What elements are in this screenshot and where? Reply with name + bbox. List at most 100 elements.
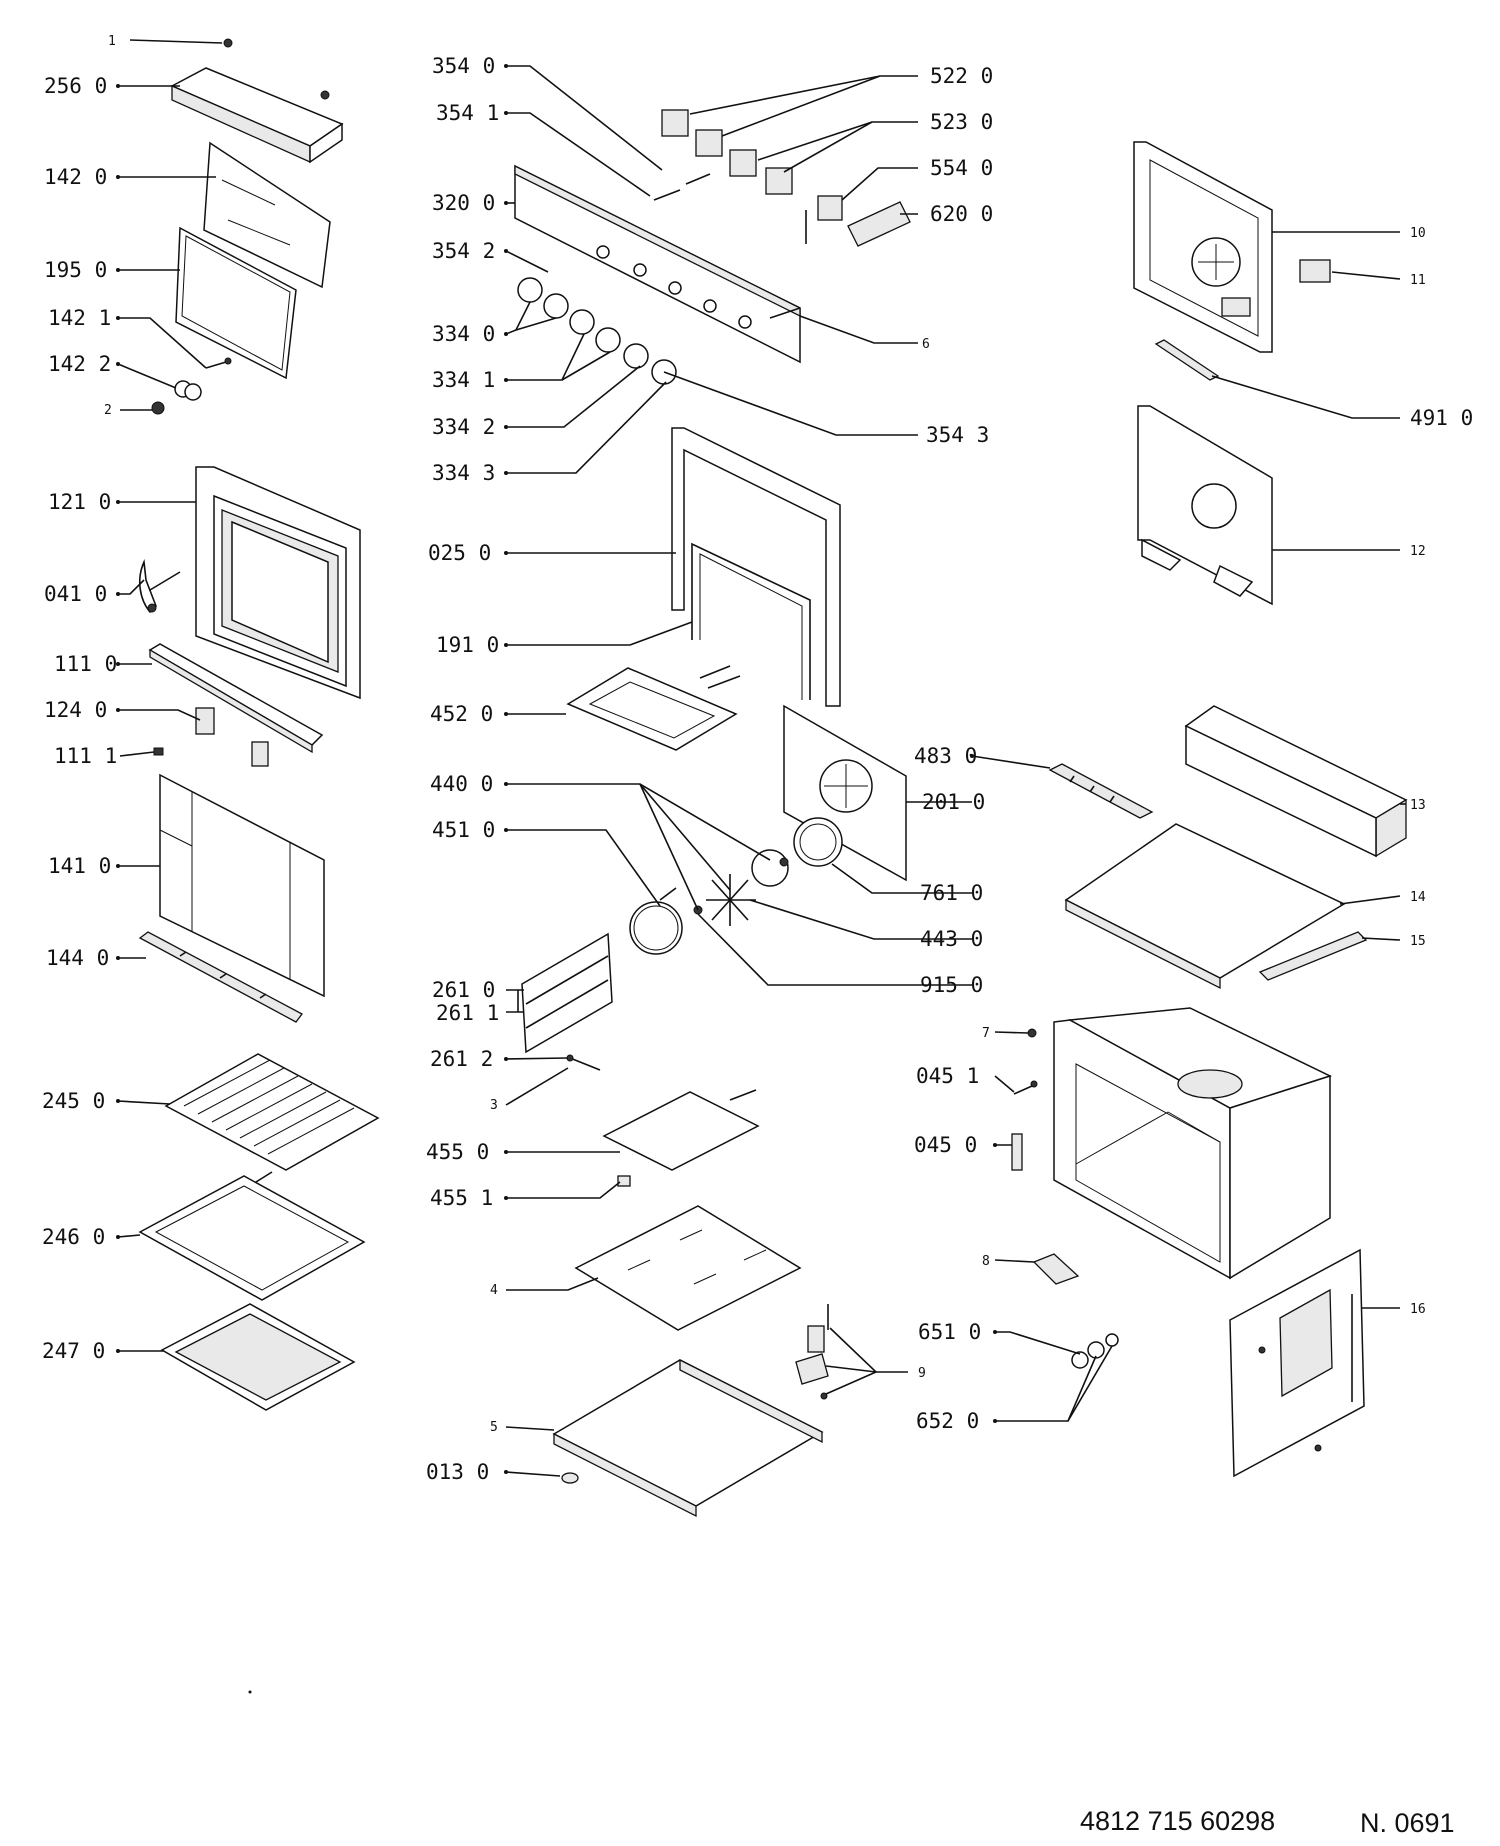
part-bottom-cover-5 bbox=[552, 1358, 824, 1518]
part-clip-111-1 bbox=[153, 747, 164, 756]
part-top-plate-14 bbox=[1064, 823, 1346, 990]
part-screw-7 bbox=[1027, 1028, 1037, 1038]
callout-labels: 1 256 0 142 0 195 0 142 1 142 2 2 121 0 … bbox=[42, 34, 1473, 1484]
callout-334-0: 334 0 bbox=[432, 322, 495, 346]
part-nut-2 bbox=[151, 401, 165, 415]
callout-144-0: 144 0 bbox=[46, 946, 109, 970]
part-door-glass-inner bbox=[203, 141, 331, 289]
callout-246-0: 246 0 bbox=[42, 1225, 105, 1249]
leader-lines bbox=[117, 39, 1406, 1477]
part-thermostat-455-1 bbox=[617, 1175, 631, 1187]
callout-440-0: 440 0 bbox=[430, 772, 493, 796]
part-rear-cover-16 bbox=[1229, 1248, 1365, 1478]
part-top-cover-13 bbox=[1184, 705, 1408, 858]
callout-354-0: 354 0 bbox=[432, 54, 495, 78]
callout-15: 15 bbox=[1410, 934, 1426, 949]
callout-320-0: 320 0 bbox=[432, 191, 495, 215]
callout-354-3: 354 3 bbox=[926, 423, 989, 447]
callout-455-0: 455 0 bbox=[426, 1140, 489, 1164]
callout-142-1: 142 1 bbox=[48, 306, 111, 330]
callout-11: 11 bbox=[1410, 273, 1426, 288]
callout-7: 7 bbox=[982, 1026, 990, 1041]
callout-16: 16 bbox=[1410, 1302, 1426, 1317]
callout-491-0: 491 0 bbox=[1410, 406, 1473, 430]
callout-261-0: 261 0 bbox=[432, 978, 495, 1002]
part-control-panel bbox=[514, 164, 801, 364]
part-door-seal-191 bbox=[691, 542, 811, 700]
callout-045-1: 045 1 bbox=[916, 1064, 979, 1088]
part-baking-tray bbox=[138, 1175, 366, 1301]
callout-201-0: 201 0 bbox=[922, 790, 985, 814]
part-bottom-trim-144 bbox=[138, 931, 303, 1023]
callout-195-0: 195 0 bbox=[44, 258, 107, 282]
part-fan-motor-440 bbox=[751, 849, 789, 887]
part-fan-cover-201 bbox=[783, 704, 907, 882]
callout-245-0: 245 0 bbox=[42, 1089, 105, 1113]
part-top-trim bbox=[170, 67, 344, 164]
callout-013-0: 013 0 bbox=[426, 1460, 489, 1484]
part-control-knobs bbox=[517, 277, 677, 385]
callout-14: 14 bbox=[1410, 890, 1426, 905]
leader-dots bbox=[116, 64, 997, 1694]
callout-124-0: 124 0 bbox=[44, 698, 107, 722]
part-bulb-indicators bbox=[653, 173, 711, 201]
callout-12: 12 bbox=[1410, 544, 1426, 559]
part-grommet-013 bbox=[561, 1472, 579, 1484]
callout-8: 8 bbox=[982, 1254, 990, 1269]
footer: 4812 715 60298 N. 0691 bbox=[1080, 1806, 1455, 1838]
callout-256-0: 256 0 bbox=[44, 74, 107, 98]
part-clip-8 bbox=[1032, 1253, 1080, 1285]
callout-111-0: 111 0 bbox=[54, 652, 117, 676]
part-handle-bracket bbox=[195, 707, 269, 767]
part-screw-top bbox=[223, 38, 233, 48]
part-screw-142-1 bbox=[205, 357, 232, 369]
part-door-switch bbox=[138, 558, 181, 614]
callout-354-2: 354 2 bbox=[432, 239, 495, 263]
part-door-lock-9 bbox=[795, 1304, 829, 1400]
callout-247-0: 247 0 bbox=[42, 1339, 105, 1363]
callout-261-2: 261 2 bbox=[430, 1047, 493, 1071]
callout-261-1: 261 1 bbox=[436, 1001, 499, 1025]
callout-522-0: 522 0 bbox=[930, 64, 993, 88]
part-knob-caps-651-652 bbox=[1071, 1333, 1119, 1369]
part-number: 4812 715 60298 bbox=[1080, 1806, 1275, 1836]
callout-652-0: 652 0 bbox=[916, 1409, 979, 1433]
part-top-heater-452 bbox=[566, 665, 741, 751]
callout-13: 13 bbox=[1410, 798, 1426, 813]
callout-045-0: 045 0 bbox=[914, 1133, 977, 1157]
callout-121-0: 121 0 bbox=[48, 490, 111, 514]
part-side-panel-12 bbox=[1137, 405, 1273, 606]
callout-3: 3 bbox=[490, 1098, 498, 1113]
part-terminal-strip-491 bbox=[1154, 339, 1220, 381]
callout-455-1: 455 1 bbox=[430, 1186, 493, 1210]
part-bottom-heater-455 bbox=[602, 1089, 760, 1171]
callout-334-3: 334 3 bbox=[432, 461, 495, 485]
part-fan-gasket-761 bbox=[793, 817, 843, 867]
part-door-glass bbox=[175, 226, 297, 380]
callout-451-0: 451 0 bbox=[432, 818, 495, 842]
part-terminal-cover-483 bbox=[1048, 763, 1154, 819]
callout-041-0: 041 0 bbox=[44, 582, 107, 606]
part-screw-045-1 bbox=[1013, 1080, 1038, 1095]
callout-334-1: 334 1 bbox=[432, 368, 495, 392]
callout-443-0: 443 0 bbox=[920, 927, 983, 951]
callout-1: 1 bbox=[108, 34, 116, 49]
part-wire-shelf bbox=[164, 1053, 380, 1183]
callout-142-2: 142 2 bbox=[48, 352, 111, 376]
callout-334-2: 334 2 bbox=[432, 415, 495, 439]
part-relays bbox=[661, 109, 911, 247]
callout-6: 6 bbox=[922, 337, 930, 352]
callout-5: 5 bbox=[490, 1420, 498, 1435]
part-door-frame bbox=[195, 466, 361, 700]
callout-651-0: 651 0 bbox=[918, 1320, 981, 1344]
part-door-outer-panel bbox=[159, 773, 325, 998]
callout-554-0: 554 0 bbox=[930, 156, 993, 180]
part-rear-panel-10 bbox=[1133, 141, 1273, 353]
callout-915-0: 915 0 bbox=[920, 973, 983, 997]
part-drip-pan bbox=[160, 1303, 356, 1411]
callout-620-0: 620 0 bbox=[930, 202, 993, 226]
callout-191-0: 191 0 bbox=[436, 633, 499, 657]
part-hinge-bushing bbox=[174, 380, 202, 401]
callout-761-0: 761 0 bbox=[920, 881, 983, 905]
